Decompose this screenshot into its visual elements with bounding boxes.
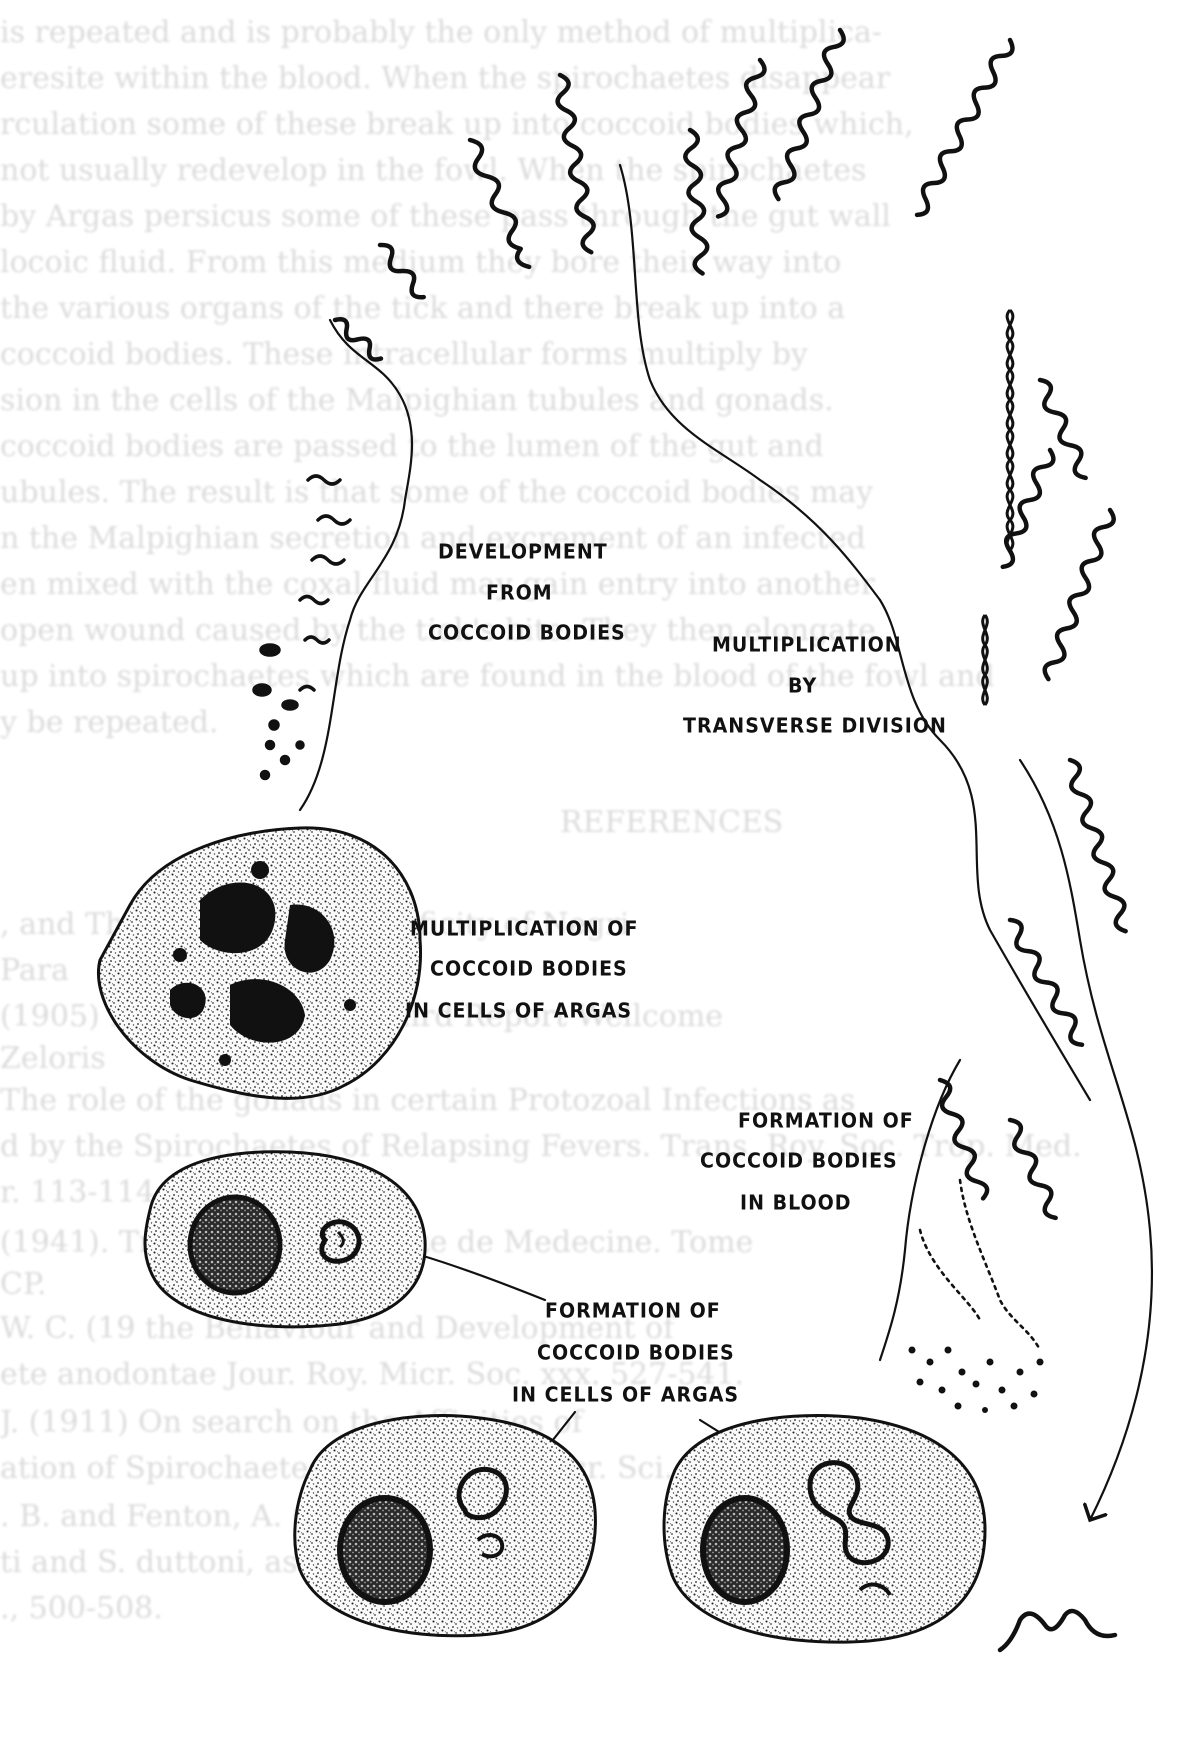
spirochaete-8 [1042, 508, 1117, 682]
leader-formation-argas-1 [420, 1255, 545, 1300]
spirochaete-6 [911, 37, 1016, 218]
label-multiplication-line3: TRANSVERSE DIVISION [683, 714, 947, 738]
dividing-spirochaete [983, 310, 1013, 705]
spirochaete-1 [463, 137, 536, 270]
label-formation-argas-line3: IN CELLS OF ARGAS [512, 1383, 739, 1407]
label-development-line1: DEVELOPMENT [438, 540, 608, 564]
label-mult-coccoid-line3: IN CELLS OF ARGAS [405, 999, 632, 1023]
spirochaete-14 [331, 315, 385, 363]
label-mult-coccoid-line2: COCCOID BODIES [430, 957, 628, 981]
spirochaete-7 [996, 447, 1056, 569]
argas-cell-bottom-left [295, 1416, 596, 1636]
spirochaete-3 [683, 129, 709, 274]
spirochaete-12 [1004, 1117, 1062, 1221]
argas-cell-bottom-right [664, 1416, 985, 1643]
argas-cell-large [98, 828, 420, 1098]
blood-formation-line [880, 1060, 960, 1360]
long-return-arrow [1020, 760, 1152, 1520]
label-formation-argas-line1: FORMATION OF [545, 1299, 721, 1323]
spirochaete-10 [1004, 917, 1088, 1049]
label-multiplication-line1: MULTIPLICATION [712, 633, 902, 657]
spirochaete-5 [772, 28, 847, 202]
centre-funnel-line [620, 165, 880, 600]
coccoid-bodies-left [254, 476, 350, 779]
label-formation-blood-line2: COCCOID BODIES [700, 1149, 898, 1173]
spirochaete-13 [375, 241, 429, 301]
argas-cell-mid [145, 1152, 425, 1327]
label-mult-coccoid-line1: MULTIPLICATION OF [410, 917, 638, 941]
spirochaete-2 [553, 74, 598, 254]
spirochaete-4 [711, 58, 766, 218]
label-formation-blood-line1: FORMATION OF [738, 1109, 914, 1133]
label-formation-blood-line3: IN BLOOD [740, 1191, 852, 1215]
label-development-line3: COCCOID BODIES [428, 621, 626, 645]
spirochaete-tail [1000, 1611, 1115, 1650]
coccoid-bodies-blood [909, 1347, 1044, 1414]
label-multiplication-line2: BY [788, 674, 817, 698]
label-development-line2: FROM [486, 581, 553, 605]
label-formation-argas-line2: COCCOID BODIES [537, 1341, 735, 1365]
left-funnel-line [300, 320, 412, 810]
